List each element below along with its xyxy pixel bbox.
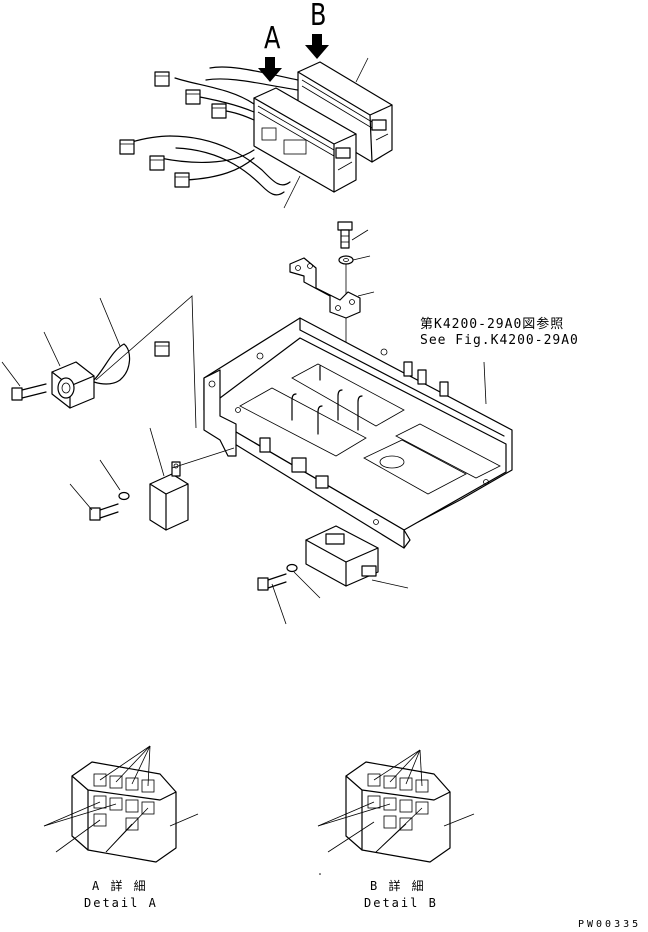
detail-a-connector — [71, 761, 177, 863]
washer — [338, 255, 354, 265]
relay-bottom — [305, 525, 379, 587]
bolt — [337, 221, 353, 249]
reference-note-en: See Fig.K4200-29A0 — [420, 333, 579, 348]
connector-cube — [119, 71, 227, 188]
buzzer — [51, 361, 95, 409]
bolt — [89, 503, 119, 521]
callout-letter-b: B — [310, 0, 327, 33]
fuse-box-b — [297, 61, 393, 163]
detail-a-caption-jp: A 詳 細 — [92, 879, 148, 893]
callout-letter-a: A — [264, 21, 281, 56]
washer — [286, 563, 298, 573]
fuse-box-a — [253, 87, 357, 193]
bracket — [289, 257, 361, 319]
bolt — [11, 383, 47, 401]
bolt — [257, 573, 287, 591]
mounting-tray — [203, 317, 513, 549]
detail-b-caption-en: Detail B — [364, 896, 438, 910]
drawing-code: PW00335 — [578, 919, 642, 930]
washer — [118, 491, 130, 501]
arrow-a-icon — [258, 57, 282, 82]
relay — [149, 461, 189, 531]
reference-note-jp: 第K4200-29A0図参照 — [420, 317, 565, 332]
detail-b-caption-jp: B 詳 細 — [370, 879, 426, 893]
detail-a-caption-en: Detail A — [84, 896, 158, 910]
arrow-b-icon — [305, 34, 329, 59]
detail-b-connector — [345, 761, 451, 863]
